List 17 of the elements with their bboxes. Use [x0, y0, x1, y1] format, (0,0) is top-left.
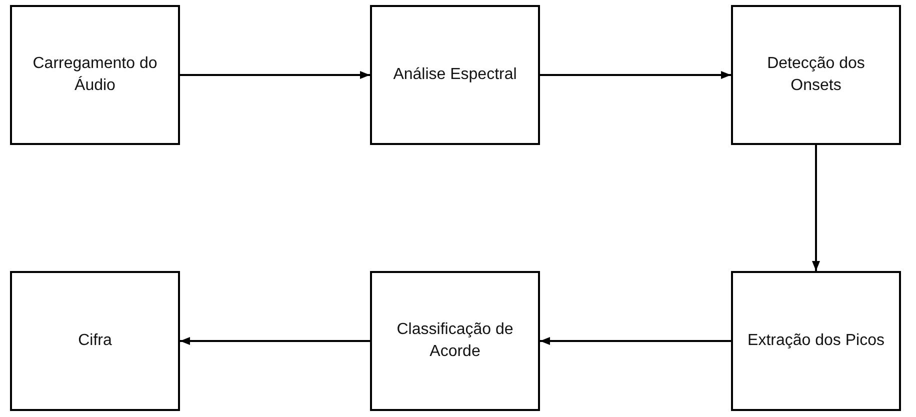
step-label: Classificação de Acorde [396, 320, 514, 362]
process-box [370, 5, 540, 145]
arrow [180, 71, 370, 79]
step-label: Detecção dos Onsets [766, 54, 866, 96]
process-box [10, 5, 180, 145]
arrow [540, 71, 731, 79]
step-label: Cifra [77, 331, 113, 351]
step-label: Extração dos Picos [746, 331, 886, 351]
process-box [731, 271, 901, 411]
arrow [180, 337, 370, 345]
process-box [370, 271, 540, 411]
process-box [731, 5, 901, 145]
process-box [10, 271, 180, 411]
step-label: Análise Espectral [392, 65, 518, 85]
arrow [540, 337, 731, 345]
arrow [812, 145, 820, 271]
step-label: Carregamento do Áudio [32, 54, 158, 96]
